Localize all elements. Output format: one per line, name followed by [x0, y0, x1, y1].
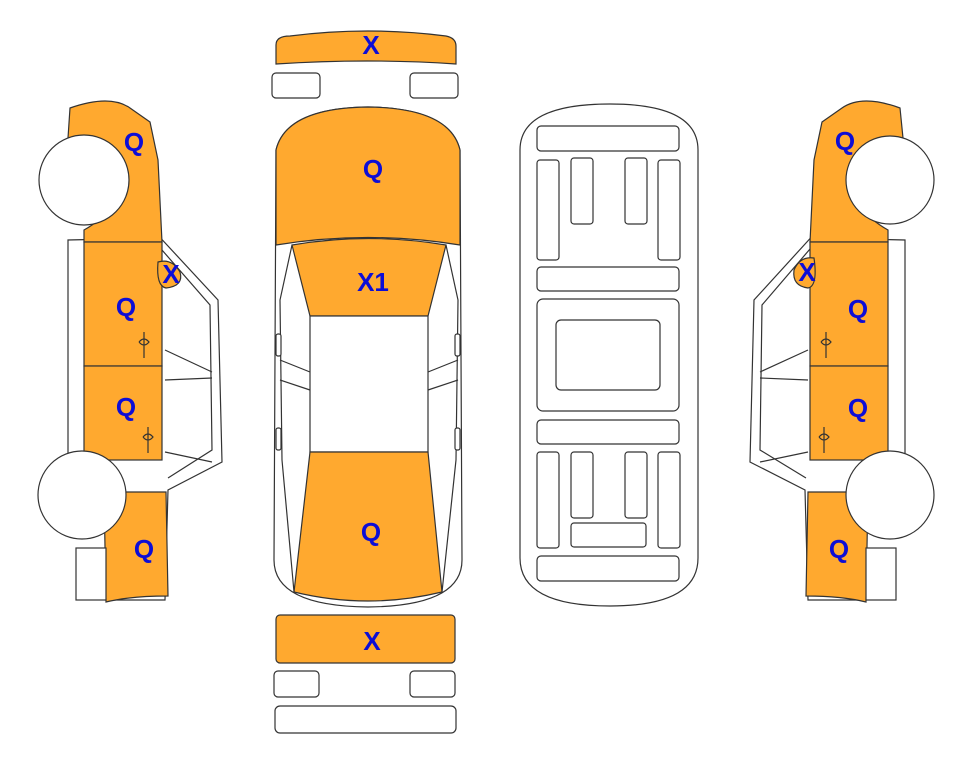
left-rear-bumper-end [75, 547, 107, 601]
right-rear-door-handle [818, 427, 830, 453]
right-front-door-handle [820, 332, 832, 358]
right-pillar-line [427, 359, 459, 391]
hood-label: Q [363, 154, 383, 184]
left-front-door-handle [138, 332, 150, 358]
chassis-part [555, 319, 661, 391]
right-rear-bumper-end [865, 547, 897, 601]
right-front-wheel [845, 135, 935, 225]
left-mirror-panel[interactable] [157, 260, 182, 289]
chassis-part [624, 451, 648, 519]
rear-plate-area [274, 705, 457, 734]
left-rear-quarter-panel[interactable] [103, 491, 169, 603]
hood-panel[interactable] [275, 106, 461, 246]
right-rear-quarter-label: Q [829, 534, 849, 564]
right-rear-door-panel[interactable] [809, 365, 889, 461]
trunk-label: Q [361, 517, 381, 547]
left-rear-door-panel[interactable] [83, 365, 163, 461]
chassis-part [570, 157, 594, 225]
right-mirror-label: X [798, 257, 816, 287]
right-rear-door-label: Q [848, 393, 868, 423]
left-front-wheel [38, 134, 130, 226]
left-front-fender-label: Q [124, 127, 144, 157]
left-rear-door-label: Q [116, 392, 136, 422]
right-front-door-label: Q [848, 294, 868, 324]
left-lower-line [164, 451, 213, 463]
left-mirror-label: X [162, 259, 180, 289]
right-lower-line [759, 451, 809, 463]
right-mirror-panel[interactable] [793, 257, 816, 289]
windshield-label: X1 [357, 267, 389, 297]
right-rear-wheel [845, 450, 935, 540]
front-bumper-label: X [362, 30, 380, 60]
left-taillight [273, 670, 320, 698]
chassis-part [536, 555, 680, 582]
chassis-part [536, 451, 560, 549]
chassis-part [536, 159, 560, 261]
roof-panel [309, 315, 429, 453]
top-view [271, 30, 463, 734]
right-rear-quarter-panel[interactable] [805, 491, 869, 603]
left-rear-door-handle [142, 427, 154, 453]
left-glass-line [164, 349, 213, 381]
rear-bumper-label: X [363, 626, 381, 656]
chassis-part [570, 451, 594, 519]
chassis-part [657, 159, 681, 261]
trunk-panel[interactable] [293, 451, 443, 602]
front-bumper-panel[interactable] [275, 30, 457, 65]
left-front-door-label: Q [116, 292, 136, 322]
chassis-part [536, 419, 680, 445]
chassis-part [570, 522, 647, 548]
left-headlight [271, 72, 321, 99]
right-headlight [409, 72, 459, 99]
right-handle-top [454, 427, 461, 451]
rear-bumper-panel[interactable] [275, 614, 456, 664]
right-front-door-panel[interactable] [809, 241, 889, 367]
left-pillar-line [279, 359, 311, 391]
chassis-part [536, 125, 680, 152]
damage-labels: X Q X1 Q X Q X Q Q Q Q X Q Q Q [116, 30, 868, 656]
left-front-door-panel[interactable] [83, 241, 163, 367]
right-front-fender-label: Q [835, 126, 855, 156]
chassis-part [624, 157, 648, 225]
undercarriage-view [519, 103, 699, 607]
right-mirror-top [454, 333, 461, 357]
right-taillight [409, 670, 456, 698]
left-handle-top [275, 427, 282, 451]
left-mirror-top [275, 333, 282, 357]
left-rear-quarter-label: Q [134, 534, 154, 564]
left-rear-wheel [37, 450, 127, 540]
chassis-part [536, 266, 680, 292]
chassis-part [657, 451, 681, 549]
right-side-view [749, 100, 935, 603]
left-side-view [37, 100, 223, 603]
right-glass-line [759, 349, 809, 381]
